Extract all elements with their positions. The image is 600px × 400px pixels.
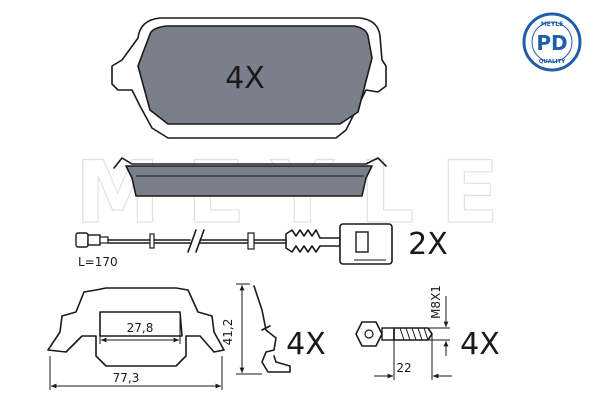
bolt-length-label: 22 [396, 361, 411, 375]
sensor-length-label: L=170 [78, 255, 118, 269]
quality-badge: MEYLE PD QUALITY [522, 12, 582, 72]
badge-bottom-text: QUALITY [539, 59, 567, 65]
wear-sensor: 2X L=170 [75, 223, 448, 269]
guide-bolt: 22 M8X1 4X [355, 285, 500, 380]
bolt-quantity: 4X [460, 327, 500, 362]
side-clip: 41,2 4X [221, 283, 326, 375]
clip-width-label: 27,8 [127, 321, 154, 335]
pad-quantity: 4X [225, 61, 265, 96]
friction-material [137, 25, 373, 125]
clip-quantity: 4X [286, 327, 326, 362]
retaining-spring: 27,8 77,3 [47, 287, 225, 390]
clip-height-label: 41,2 [221, 319, 235, 346]
sensor-quantity: 2X [408, 227, 448, 262]
badge-top-text: MEYLE [541, 21, 563, 28]
brake-pad-side-view [113, 157, 387, 197]
bolt-thread-label: M8X1 [429, 285, 443, 319]
clip-overall-label: 77,3 [113, 371, 140, 385]
brake-pad-front-view: 4X [111, 17, 387, 139]
badge-code: PD [536, 31, 567, 55]
